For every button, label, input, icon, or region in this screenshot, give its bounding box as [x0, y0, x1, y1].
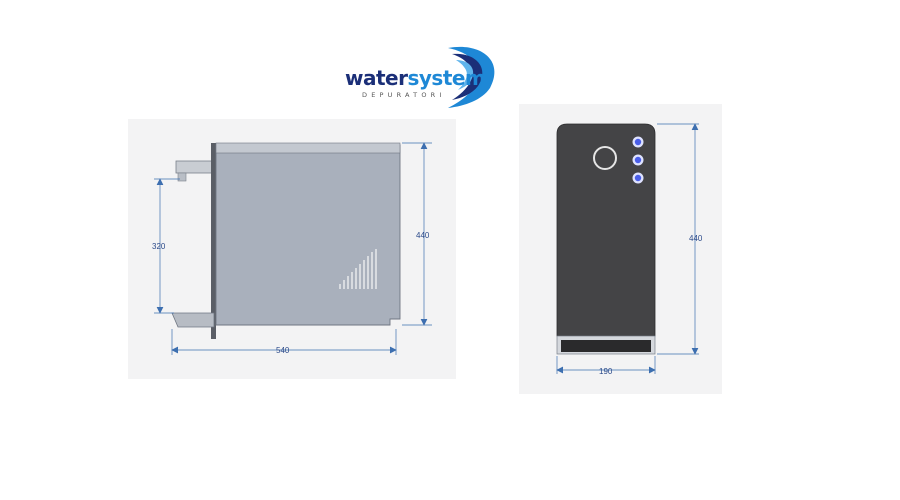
dim-line-540: [171, 329, 397, 355]
led-buttons: [632, 136, 644, 184]
vent-slots: [339, 249, 377, 289]
dim-line-440: [402, 142, 432, 326]
logo-wordmark: watersystem: [345, 66, 486, 90]
dim-label-height-total: 440: [416, 231, 430, 240]
dim-label-height-outlet: 320: [152, 242, 166, 251]
wave-logo-icon: [448, 46, 495, 108]
front-plate-edge: [211, 143, 216, 339]
logo-word-water: water: [345, 66, 408, 90]
power-ring-icon: [593, 146, 617, 170]
dim-label-depth: 540: [276, 346, 290, 355]
drip-tray-slot: [561, 340, 651, 352]
dim-line-320: [154, 178, 180, 314]
dim-label-width: 190: [599, 367, 613, 376]
logo-word-system: system: [407, 66, 486, 90]
dim-line-190: [556, 356, 656, 374]
cabinet-top: [215, 142, 401, 154]
cabinet-side: [215, 144, 401, 326]
drip-tray: [171, 312, 215, 328]
dim-line-front-440: [657, 123, 699, 355]
side-view-drawing: 440 320 540: [152, 142, 432, 355]
spout-nozzle: [177, 172, 187, 182]
dim-label-front-height: 440: [689, 234, 703, 243]
logo-tagline: DEPURATORI: [362, 91, 446, 99]
spout-tube: [175, 160, 215, 174]
watersystem-logo: watersystem DEPURATORI: [340, 40, 505, 110]
side-view-panel: 440 320 540: [128, 119, 456, 379]
cabinet-front: [556, 123, 656, 337]
front-view-drawing: 440 190: [556, 123, 703, 376]
front-view-panel: 440 190: [519, 104, 722, 394]
